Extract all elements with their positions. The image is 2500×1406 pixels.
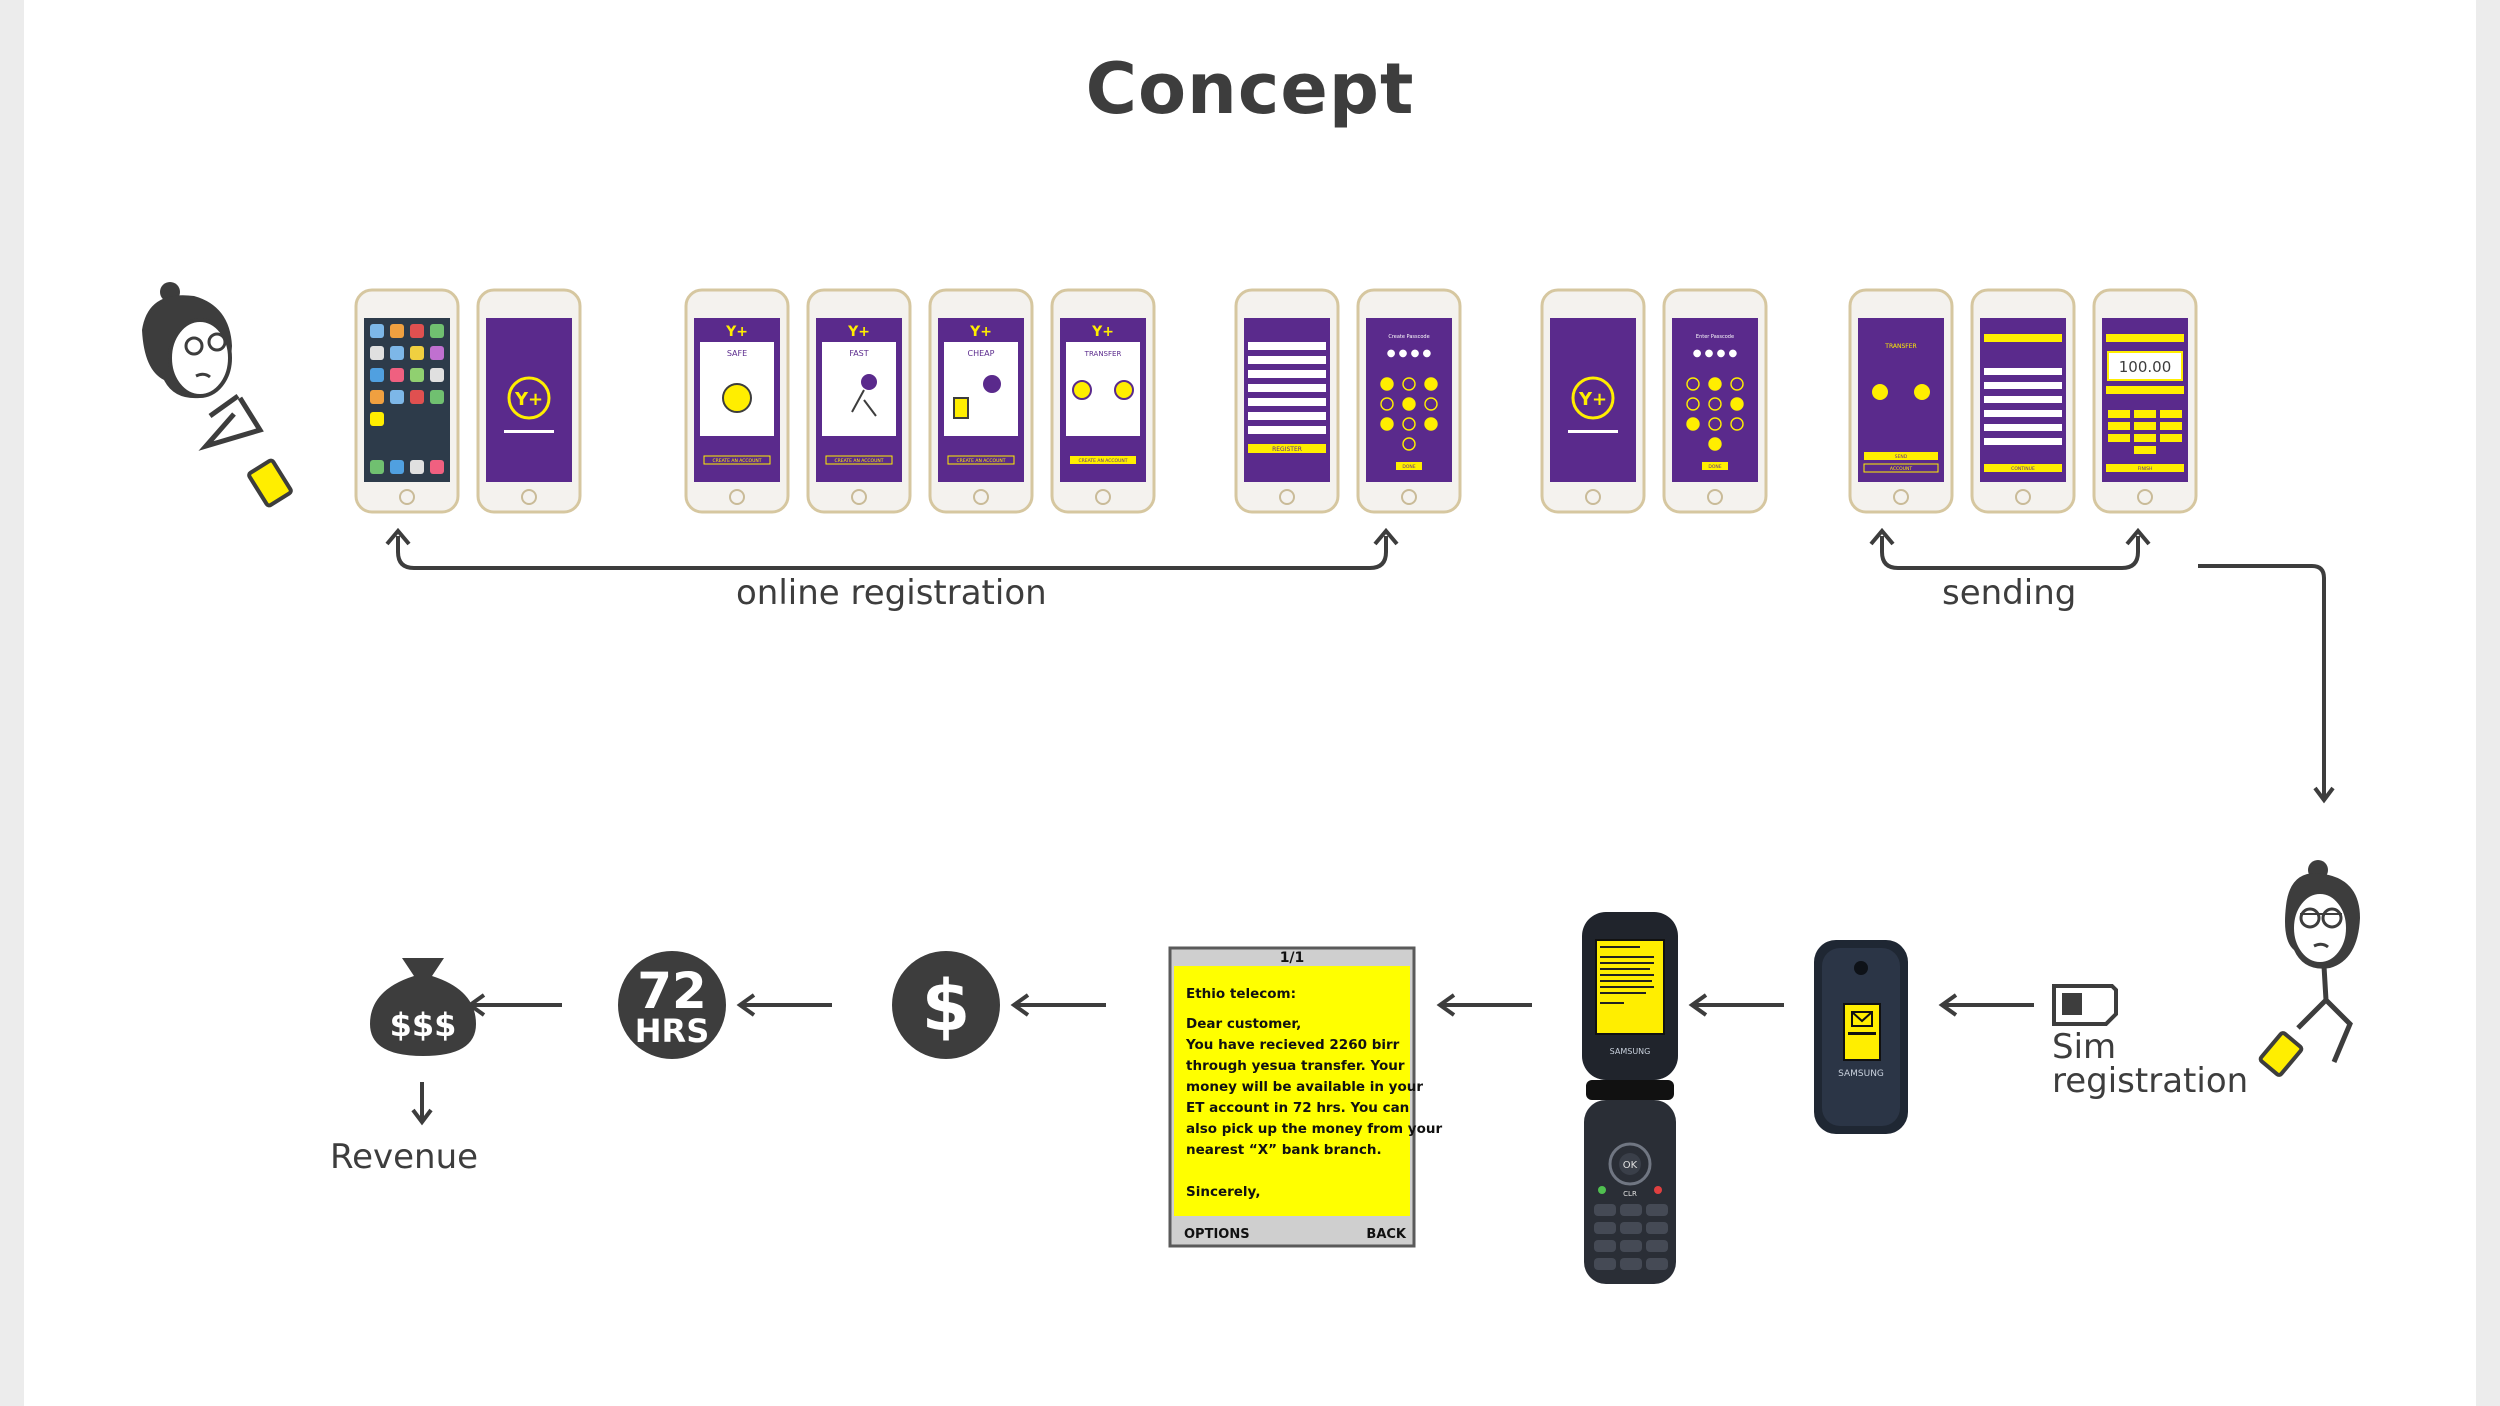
sim-registration-label-line1: Sim <box>2052 1027 2117 1067</box>
phone-home-screen <box>354 288 460 514</box>
72-hours-icon: 72 HRS <box>618 951 726 1059</box>
phone-onboarding-safe: Y+ SAFE CREATE AN ACCOUNT <box>684 288 790 514</box>
flip-phone-open: SAMSUNG OK CLR <box>1582 912 1678 1284</box>
flow-arrow-down <box>2198 564 2335 804</box>
phone-send-home: TRANSFER SEND ACCOUNT <box>1848 288 1954 514</box>
svg-text:100.00: 100.00 <box>2119 358 2172 376</box>
svg-text:SAFE: SAFE <box>727 349 747 358</box>
svg-text:money will be available in you: money will be available in your <box>1186 1079 1423 1095</box>
svg-text:72: 72 <box>637 962 707 1020</box>
svg-text:CLR: CLR <box>1623 1190 1637 1198</box>
svg-text:● ● ● ●: ● ● ● ● <box>1693 348 1738 359</box>
svg-text:BACK: BACK <box>1366 1227 1407 1242</box>
svg-text:CONTINUE: CONTINUE <box>2011 466 2035 472</box>
svg-text:1/1: 1/1 <box>1280 950 1305 966</box>
svg-text:SAMSUNG: SAMSUNG <box>1610 1047 1651 1056</box>
svg-text:also pick up the money from yo: also pick up the money from your <box>1186 1121 1442 1137</box>
svg-text:OPTIONS: OPTIONS <box>1184 1227 1250 1242</box>
phone-onboarding-transfer: Y+ TRANSFER CREATE AN ACCOUNT <box>1050 288 1156 514</box>
page-title: Concept <box>1085 48 1415 130</box>
svg-text:Dear customer,: Dear customer, <box>1186 1016 1301 1032</box>
flip-phone-closed: SAMSUNG <box>1814 940 1908 1134</box>
svg-text:REGISTER: REGISTER <box>1272 446 1302 453</box>
phone-splash-screen-login: Y+ <box>1540 288 1646 514</box>
phone-recipient-form: CONTINUE <box>1970 288 2076 514</box>
svg-text:CREATE AN ACCOUNT: CREATE AN ACCOUNT <box>713 458 762 464</box>
phone-onboarding-cheap: Y+ CHEAP CREATE AN ACCOUNT <box>928 288 1034 514</box>
revenue-label: Revenue <box>330 1137 479 1177</box>
flow-arrows-left <box>466 993 2034 1017</box>
svg-text:TRANSFER: TRANSFER <box>1084 350 1122 358</box>
sim-registration-label-line2: registration <box>2052 1061 2249 1101</box>
svg-text:ACCOUNT: ACCOUNT <box>1890 466 1912 472</box>
concept-board: Concept <box>24 0 2476 1406</box>
svg-text:HRS: HRS <box>635 1012 709 1050</box>
svg-text:OK: OK <box>1623 1160 1638 1171</box>
sms-message-screen: 1/1 Ethio telecom: Dear customer, You ha… <box>1168 946 1442 1248</box>
svg-text:ET account in 72 hrs. You can: ET account in 72 hrs. You can <box>1186 1100 1409 1116</box>
sending-bracket <box>1869 527 2151 570</box>
svg-text:DONE: DONE <box>1708 464 1721 470</box>
revenue-arrow <box>411 1082 433 1126</box>
svg-text:Y+: Y+ <box>847 324 870 340</box>
svg-text:CHEAP: CHEAP <box>968 349 995 358</box>
online-registration-label: online registration <box>736 573 1047 613</box>
svg-text:Y+: Y+ <box>969 324 992 340</box>
svg-text:Enter Passcode: Enter Passcode <box>1696 334 1734 340</box>
phone-enter-passcode: Enter Passcode ● ● ● ● DONE <box>1662 288 1768 514</box>
dollar-icon: $ <box>892 951 1000 1059</box>
money-bag-icon: $$$ <box>370 958 476 1056</box>
diagram-canvas: Y+ Y+ SAFE CREATE AN ACCOUNT Y+ FAST CRE <box>142 282 2360 1284</box>
svg-text:nearest “X” bank branch.: nearest “X” bank branch. <box>1186 1142 1382 1158</box>
svg-text:Create Passcode: Create Passcode <box>1388 334 1429 340</box>
online-registration-bracket <box>385 527 1399 570</box>
svg-text:You have recieved 2260 birr: You have recieved 2260 birr <box>1185 1037 1400 1053</box>
svg-text:SEND: SEND <box>1895 454 1908 460</box>
sending-label: sending <box>1942 573 2077 613</box>
svg-text:Y+: Y+ <box>514 389 543 410</box>
svg-text:● ● ● ●: ● ● ● ● <box>1387 348 1432 359</box>
phone-splash-screen: Y+ <box>476 288 582 514</box>
svg-text:FAST: FAST <box>849 349 868 358</box>
svg-text:through yesua transfer. Your: through yesua transfer. Your <box>1186 1058 1405 1074</box>
sim-card-icon <box>2052 984 2118 1026</box>
user-figure-top <box>142 282 293 508</box>
phone-create-passcode: Create Passcode ● ● ● ● DONE <box>1356 288 1462 514</box>
svg-text:Ethio telecom:: Ethio telecom: <box>1186 986 1296 1002</box>
svg-text:$: $ <box>922 965 971 1047</box>
svg-text:Sincerely,: Sincerely, <box>1186 1184 1260 1200</box>
svg-text:Y+: Y+ <box>1091 324 1114 340</box>
svg-text:DONE: DONE <box>1402 464 1415 470</box>
svg-text:TRANSFER: TRANSFER <box>1884 343 1916 350</box>
phone-amount-entry: 100.00 FINISH <box>2092 288 2198 514</box>
phone-register-form: REGISTER <box>1234 288 1340 514</box>
svg-text:$$$: $$$ <box>390 1006 457 1044</box>
svg-text:SAMSUNG: SAMSUNG <box>1838 1069 1884 1079</box>
svg-text:CREATE AN ACCOUNT: CREATE AN ACCOUNT <box>835 458 884 464</box>
phone-onboarding-fast: Y+ FAST CREATE AN ACCOUNT <box>806 288 912 514</box>
svg-text:CREATE AN ACCOUNT: CREATE AN ACCOUNT <box>957 458 1006 464</box>
svg-text:Y+: Y+ <box>1578 389 1607 410</box>
svg-text:FINISH: FINISH <box>2138 466 2153 472</box>
svg-text:Y+: Y+ <box>725 324 748 340</box>
svg-text:CREATE AN ACCOUNT: CREATE AN ACCOUNT <box>1079 458 1128 464</box>
user-figure-bottom <box>2258 860 2360 1077</box>
